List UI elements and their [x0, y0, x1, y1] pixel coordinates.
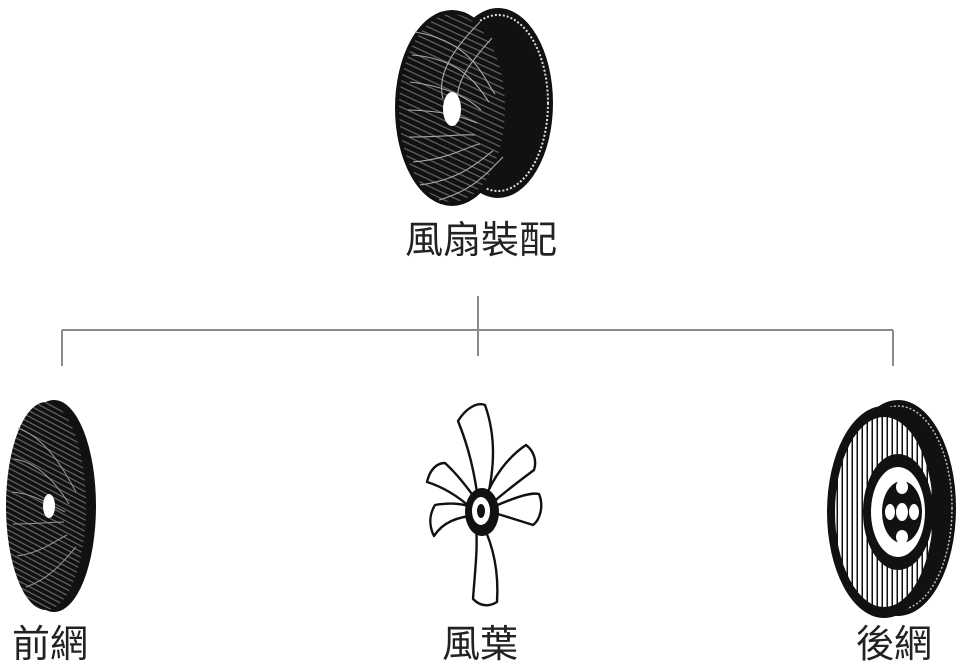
rear-grille-icon [827, 400, 956, 618]
assembled-fan-grille-icon [395, 8, 553, 206]
front-grille-icon [6, 400, 96, 612]
child-label-rear-grille: 後網 [856, 622, 933, 666]
fan-blade-icon [425, 403, 543, 607]
child-label-fan-blade: 風葉 [442, 622, 519, 666]
child-label-front-grille: 前網 [12, 622, 89, 666]
root-label-fan-assembly: 風扇裝配 [405, 218, 558, 262]
